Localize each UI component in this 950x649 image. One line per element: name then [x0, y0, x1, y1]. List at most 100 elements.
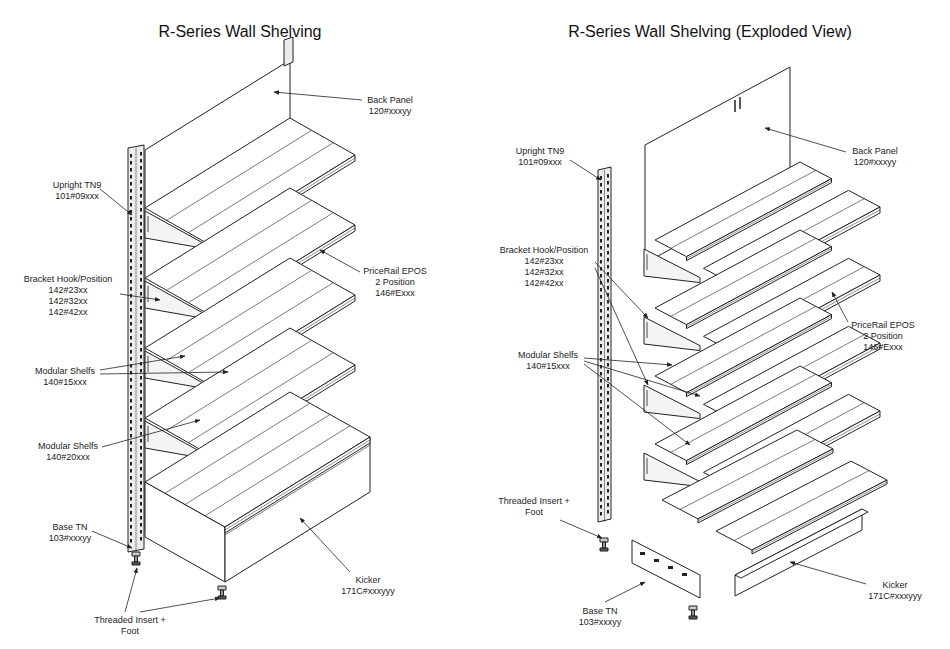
upright-slot: [607, 447, 609, 451]
part-label: 140#15xxx: [43, 377, 87, 388]
foot-plate: [132, 552, 140, 556]
upright-slot: [600, 197, 602, 201]
upright-slot: [607, 468, 609, 472]
upright-slot: [600, 246, 602, 250]
upright-slot: [130, 371, 132, 375]
upright-slot: [130, 210, 132, 214]
upright-slot: [600, 442, 602, 446]
upright-slot: [130, 182, 132, 186]
upright-slot: [130, 259, 132, 263]
upright-slot: [600, 288, 602, 292]
leader-line: [595, 268, 648, 385]
upright-slot: [607, 454, 609, 458]
upright-slot: [130, 238, 132, 242]
upright-slot: [130, 154, 132, 158]
leader-line: [300, 518, 350, 572]
leader-line: [584, 361, 700, 396]
upright-slot: [140, 320, 142, 324]
upright-slot: [140, 180, 142, 184]
leader-line: [100, 356, 185, 370]
upright-slot: [607, 279, 609, 283]
upright-slot: [130, 161, 132, 165]
upright-slot: [130, 273, 132, 277]
upright-slot: [140, 523, 142, 527]
upright-slot: [130, 525, 132, 529]
foot-thread: [221, 590, 224, 596]
upright-slot: [600, 232, 602, 236]
upright-slot: [130, 490, 132, 494]
upright-slot: [607, 286, 609, 290]
upright-slot: [600, 393, 602, 397]
upright-slot: [600, 337, 602, 341]
upright-slot: [140, 488, 142, 492]
base-slot: [654, 559, 659, 562]
upright-slot: [140, 467, 142, 471]
foot-pad: [600, 548, 608, 551]
upright-slot: [130, 287, 132, 291]
upright-slot: [600, 491, 602, 495]
panel-slot: [739, 97, 741, 109]
upright-slot: [600, 309, 602, 313]
foot-plate: [218, 586, 226, 590]
upright-slot: [607, 174, 609, 178]
upright-slot: [140, 425, 142, 429]
upright-slot: [607, 377, 609, 381]
upright-slot: [140, 341, 142, 345]
base-tn: [632, 540, 700, 598]
upright-slot: [130, 497, 132, 501]
bracket-hook-tab: [647, 254, 648, 270]
upright-slot: [607, 230, 609, 234]
upright-slot: [130, 420, 132, 424]
upright-slot: [600, 302, 602, 306]
part-label: 101#09xxx: [518, 157, 562, 168]
leader-line: [320, 250, 360, 272]
panel-slot: [734, 100, 736, 112]
leader-line: [100, 372, 228, 374]
upright-slot: [140, 271, 142, 275]
upright-slot: [607, 398, 609, 402]
upright-slot: [600, 477, 602, 481]
upright-slot: [607, 342, 609, 346]
part-label: Bracket Hook/Position: [24, 274, 113, 285]
upright-slot: [130, 385, 132, 389]
upright-slot: [140, 229, 142, 233]
upright-slot: [600, 351, 602, 355]
rail-line: [225, 440, 370, 530]
upright-slot: [140, 250, 142, 254]
upright-slot: [140, 327, 142, 331]
upright-slot: [600, 456, 602, 460]
upright-slot: [140, 222, 142, 226]
upright-slot: [607, 503, 609, 507]
upright-slot: [140, 243, 142, 247]
upright-slot: [607, 391, 609, 395]
assembled-view: [128, 37, 370, 599]
upright-slot: [130, 322, 132, 326]
upright-slot: [140, 208, 142, 212]
upright-slot: [140, 187, 142, 191]
part-label: 2 Position: [863, 331, 903, 342]
kicker-lip: [735, 509, 868, 578]
part-label: Base TN: [583, 606, 618, 617]
upright-slot: [607, 482, 609, 486]
upright-slot: [607, 181, 609, 185]
upright-slot: [130, 343, 132, 347]
upright-slot: [140, 453, 142, 457]
upright-slot: [130, 301, 132, 305]
upright-slot: [140, 481, 142, 485]
part-label: Modular Shelfs: [35, 366, 95, 377]
upright-slot: [130, 252, 132, 256]
part-label: Kicker: [355, 575, 380, 586]
part-label: 171C#xxxyyy: [341, 586, 395, 597]
upright-slot: [607, 510, 609, 514]
upright-slot: [130, 266, 132, 270]
upright-slot: [130, 406, 132, 410]
upright-slot: [140, 460, 142, 464]
upright-slot: [600, 386, 602, 390]
upright-slot: [140, 397, 142, 401]
leader-line: [832, 292, 848, 322]
part-label: Bracket Hook/Position: [500, 245, 589, 256]
shelf-top: [716, 461, 887, 550]
part-label: 140#20xxx: [46, 452, 90, 463]
part-label: Threaded Insert +: [498, 496, 569, 507]
upright-slot: [607, 300, 609, 304]
